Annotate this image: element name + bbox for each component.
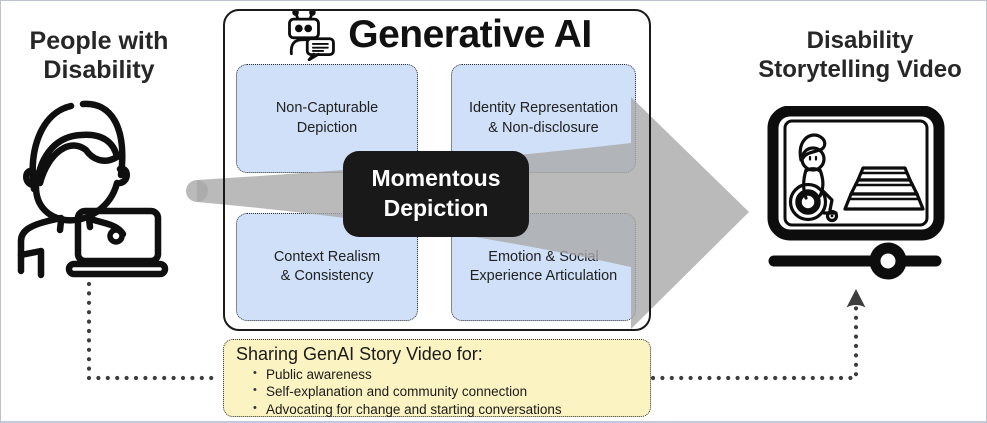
laptop-base — [65, 260, 169, 278]
factor-line: Non-Capturable — [275, 100, 379, 117]
badge-line2: Depiction — [383, 195, 489, 221]
up-arrowhead-icon — [846, 289, 866, 308]
person-with-laptop-icon — [17, 100, 169, 279]
sharing-note-title: Sharing GenAI Story Video for: — [236, 344, 483, 364]
factor-line: Experience Articulation — [469, 268, 618, 284]
factor-line: & Consistency — [280, 268, 374, 284]
sharing-note-bullet: Public awareness — [253, 366, 640, 384]
factor-line: Context Realism — [273, 248, 381, 265]
flow-arrow-tail — [186, 180, 208, 202]
hair-fringe — [33, 131, 121, 187]
momentous-depiction-badge: Momentous Depiction — [343, 151, 529, 237]
speech-bubble-lines — [312, 42, 330, 52]
ear-left — [23, 167, 37, 189]
robot-chat-icon — [288, 9, 336, 61]
robot-body — [290, 38, 312, 56]
eyes — [808, 155, 818, 161]
hair-outline-right — [79, 100, 126, 179]
genai-title: Generative AI — [348, 13, 592, 56]
sharing-note-bullet: Self-explanation and community connectio… — [253, 383, 640, 401]
monitor-screen — [783, 119, 929, 227]
factor-line: & Non-disclosure — [488, 119, 599, 136]
face-outline — [32, 179, 121, 224]
robot-eye-right — [304, 24, 313, 33]
sharing-note: Sharing GenAI Story Video for: Public aw… — [223, 339, 651, 417]
stair-treads — [848, 171, 920, 201]
wheel — [788, 182, 828, 222]
hair — [798, 133, 827, 162]
left-actor-title-line1: People with — [29, 27, 169, 55]
arm-elbow — [17, 247, 45, 279]
genai-header: Generative AI — [245, 9, 629, 61]
right-output-title: Disability Storytelling Video — [734, 27, 986, 85]
factor-line: Depiction — [296, 119, 358, 136]
factor-line: Identity Representation — [468, 100, 619, 117]
wheel-hub — [795, 189, 821, 215]
wheelchair-user-icon — [788, 133, 839, 223]
right-output-title-line2: Storytelling Video — [758, 55, 962, 83]
ear-right — [116, 165, 130, 187]
robot-head — [288, 17, 321, 40]
disability-video-player-icon — [767, 106, 945, 241]
robot-eye-left — [295, 24, 303, 33]
factor-line: Emotion & Social — [488, 248, 599, 265]
left-actor-title: People with Disability — [3, 27, 195, 85]
hair-outline — [29, 102, 75, 193]
sharing-note-bullet: Advocating for change and starting conve… — [253, 401, 640, 419]
left-shoulder — [17, 214, 65, 275]
video-progress-slider — [768, 242, 942, 280]
right-output-title-line1: Disability — [806, 27, 914, 54]
dotted-connector-left — [86, 281, 222, 381]
laptop-logo — [107, 227, 125, 245]
dotted-connector-right — [650, 305, 859, 381]
badge-line1: Momentous — [371, 165, 501, 192]
stair-mid — [849, 178, 919, 196]
stairs-icon — [843, 166, 925, 211]
torso-right — [818, 168, 825, 198]
stair-bottom — [843, 192, 925, 211]
left-actor-title-line2: Disability — [43, 56, 155, 84]
slider-knob-hole — [880, 253, 896, 269]
speech-bubble-tail — [307, 52, 321, 61]
caster-dot — [830, 214, 834, 218]
caster-wheel — [825, 209, 839, 223]
sharing-note-list: Public awareness Self-explanation and co… — [236, 366, 640, 419]
